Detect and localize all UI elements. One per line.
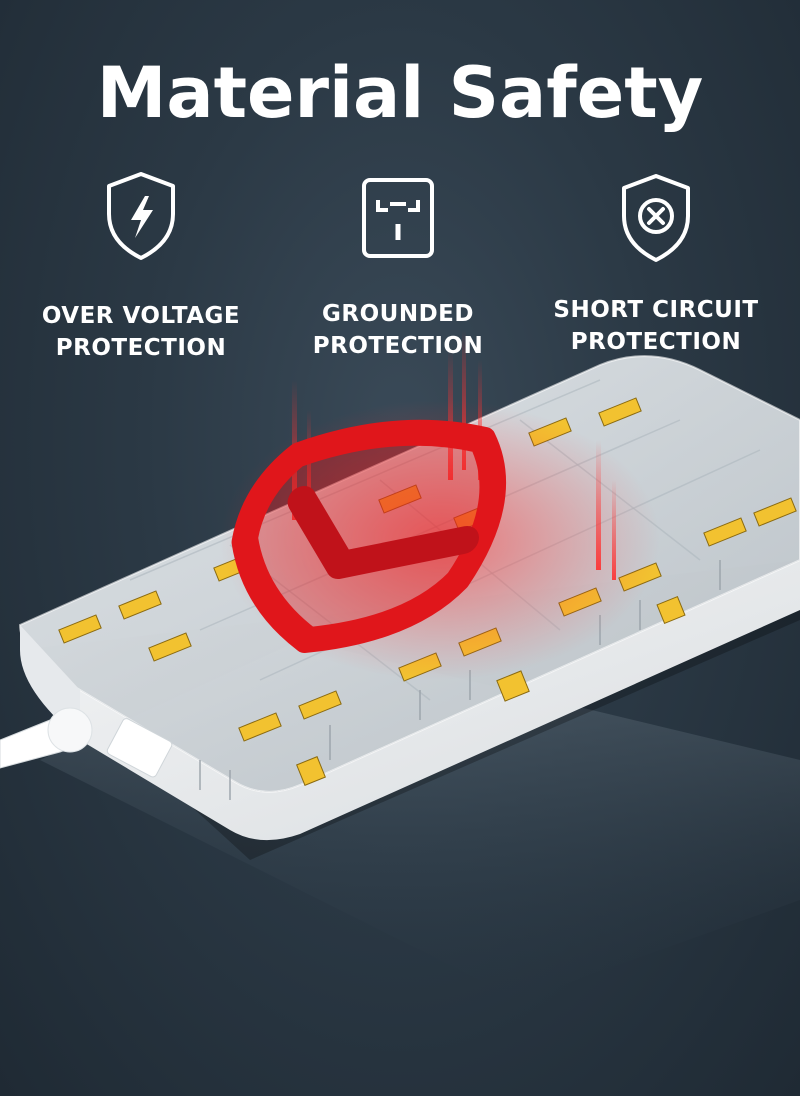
feature-over-voltage: OVER VOLTAGE PROTECTION [16,170,266,364]
feature-grounded: GROUNDED PROTECTION [273,172,523,362]
power-switch [106,718,173,778]
page-title: Material Safety [96,52,704,134]
feature-label-line1: GROUNDED [322,301,474,327]
feature-label-line2: PROTECTION [570,329,742,355]
strip-base [20,560,800,841]
grounded-socket-icon [362,178,434,258]
x-shield-icon [622,174,690,262]
feature-label-line2: PROTECTION [312,333,484,359]
lightning-shield-icon [107,172,175,260]
red-shield-check-icon [231,419,506,653]
feature-label-line1: SHORT CIRCUIT [553,297,759,323]
feature-short-circuit: SHORT CIRCUIT PROTECTION [531,172,781,358]
feature-label-line1: OVER VOLTAGE [41,303,241,329]
feature-label-line2: PROTECTION [55,335,227,361]
